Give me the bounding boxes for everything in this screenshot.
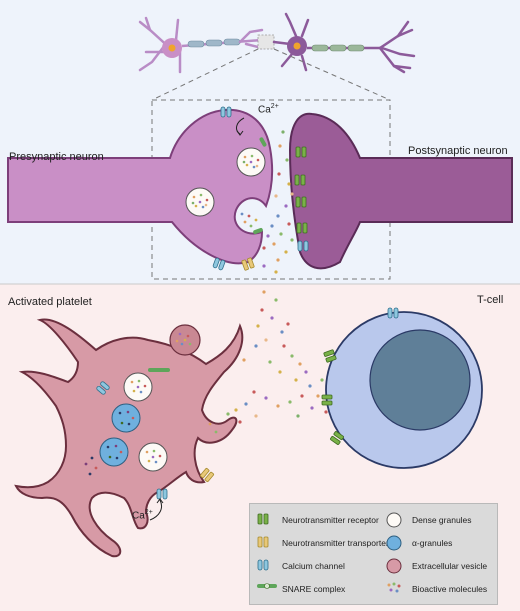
legend-label: Dense granules xyxy=(412,515,472,525)
legend-item-receptor: Neurotransmitter receptor xyxy=(256,512,379,528)
postsynaptic-receptors xyxy=(294,146,308,234)
activated-platelet-label: Activated platelet xyxy=(8,296,92,308)
platelet-calcium-channels xyxy=(96,381,168,500)
t-cell-label: T-cell xyxy=(477,294,504,306)
mini-axon-left xyxy=(181,28,264,50)
molecules-icon xyxy=(386,581,408,597)
calcium-label-top: Ca2+ xyxy=(258,103,279,115)
platelet-dense-granules xyxy=(123,372,168,472)
legend-item-vesicle: Extracellular vesicle xyxy=(386,558,487,574)
platelet-body xyxy=(14,318,244,558)
snare-icon xyxy=(256,581,278,597)
calcium-label-top-superscript: 2+ xyxy=(270,103,279,110)
legend-label: Neurotransmitter receptor xyxy=(282,515,379,525)
legend-item-snare: SNARE complex xyxy=(256,581,345,597)
presynaptic-calcium-channels xyxy=(212,106,232,271)
legend-item-transporter: Neurotransmitter transporter xyxy=(256,535,389,551)
calcium-label-top-text: Ca xyxy=(258,104,271,116)
presynaptic-neuron-label: Presynaptic neuron xyxy=(9,151,104,163)
receptor-icon xyxy=(256,512,278,528)
diffusing-molecules xyxy=(226,290,328,424)
legend-label: Bioactive molecules xyxy=(412,584,488,594)
legend-item-molecules: Bioactive molecules xyxy=(386,581,487,597)
postsynaptic-neuron-body xyxy=(288,112,513,270)
legend: Neurotransmitter receptor Dense granules… xyxy=(249,503,498,605)
mini-neuron-left xyxy=(138,16,182,74)
legend-label: Extracellular vesicle xyxy=(412,561,488,571)
legend-item-dense-granules: Dense granules xyxy=(386,512,472,528)
legend-label: SNARE complex xyxy=(282,584,346,594)
calcium-channel-icon xyxy=(256,558,278,574)
vesicle-molecules xyxy=(175,332,192,346)
t-cell-calcium-channel xyxy=(387,307,399,319)
postsynaptic-neuron-label: Postsynaptic neuron xyxy=(408,145,508,157)
zoom-box-marker xyxy=(257,34,275,50)
mini-axon-right xyxy=(307,20,416,74)
legend-label: Calcium channel xyxy=(282,561,345,571)
calcium-influx-arrow-bottom xyxy=(149,499,163,521)
platelet-transporter xyxy=(199,467,215,483)
alpha-granule-icon xyxy=(386,535,408,551)
legend-item-calcium-channel: Calcium channel xyxy=(256,558,345,574)
calcium-label-bottom-text: Ca xyxy=(132,510,145,522)
platelet-released-molecules xyxy=(84,422,218,476)
calcium-label-bottom: Ca2+ xyxy=(132,509,153,521)
presynaptic-snare-complexes xyxy=(253,137,267,235)
dense-granule-icon xyxy=(386,512,408,528)
legend-item-alpha-granules: α-granules xyxy=(386,535,452,551)
synaptic-cleft-molecules xyxy=(262,130,294,274)
platelet-alpha-granules xyxy=(99,403,141,467)
vesicle-icon xyxy=(386,558,408,574)
legend-label: Neurotransmitter transporter xyxy=(282,538,389,548)
t-cell-receptors xyxy=(321,349,344,445)
legend-label: α-granules xyxy=(412,538,453,548)
postsynaptic-calcium-channel xyxy=(297,240,309,252)
mini-neuron-right xyxy=(272,12,310,72)
calcium-arrow-head-bottom xyxy=(156,498,164,504)
presynaptic-transporter xyxy=(241,257,255,271)
transporter-icon xyxy=(256,535,278,551)
calcium-label-bottom-superscript: 2+ xyxy=(144,509,153,516)
calcium-arrow-head-top xyxy=(236,130,244,136)
platelet-snare-complex xyxy=(148,368,170,372)
exocytosis-vesicle-molecules xyxy=(240,212,258,228)
t-cell-nucleus xyxy=(369,329,471,431)
presynaptic-dense-granules xyxy=(185,147,266,217)
